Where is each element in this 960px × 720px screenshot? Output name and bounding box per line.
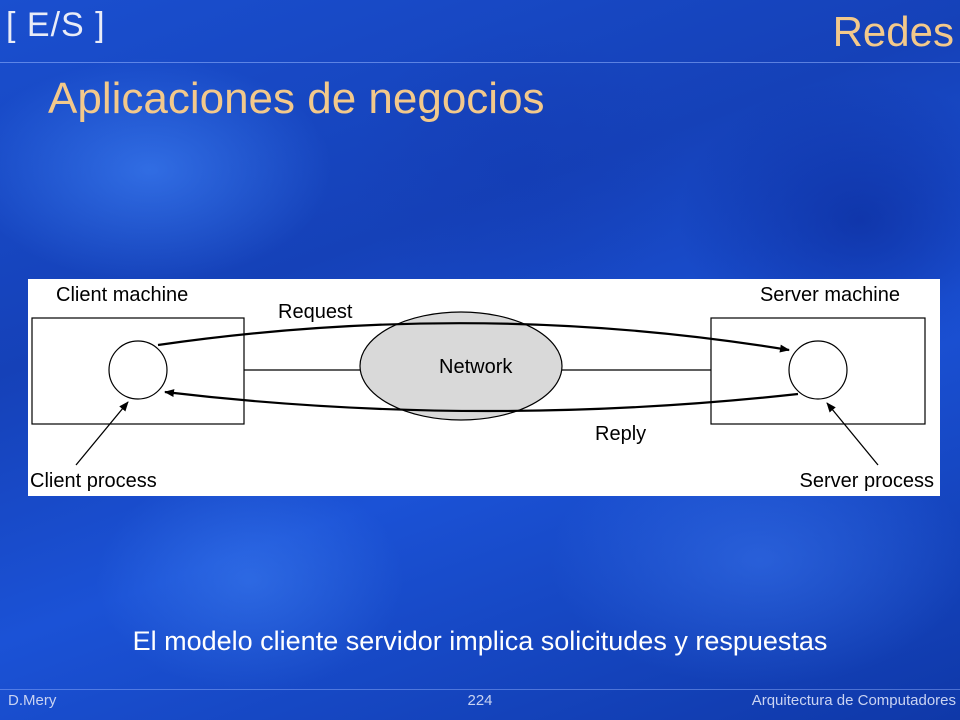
footer-divider bbox=[0, 689, 960, 690]
server-machine-box bbox=[710, 317, 926, 425]
server-machine-label: Server machine bbox=[760, 284, 900, 306]
client-machine-box bbox=[31, 317, 245, 425]
slide-subtitle: Aplicaciones de negocios bbox=[48, 74, 545, 123]
request-label: Request bbox=[278, 301, 353, 323]
slide-caption: El modelo cliente servidor implica solic… bbox=[132, 626, 828, 656]
footer-author: D.Mery bbox=[8, 692, 57, 709]
header-divider bbox=[0, 62, 960, 63]
section-tag: [ E/S ] bbox=[6, 6, 106, 44]
reply-arrow bbox=[164, 389, 799, 413]
diagram-canvas: Client machine Server machine Request Ne… bbox=[30, 284, 935, 492]
footer-page-number: 224 bbox=[467, 692, 493, 709]
server-process-pointer bbox=[826, 402, 879, 466]
request-arrow bbox=[157, 322, 790, 353]
client-process-label: Client process bbox=[30, 470, 157, 492]
server-process-label: Server process bbox=[800, 470, 935, 492]
slide-header-title: Redes bbox=[832, 8, 954, 55]
client-server-diagram: Client machine Server machine Request Ne… bbox=[28, 279, 940, 496]
footer-course: Arquitectura de Computadores bbox=[751, 692, 956, 709]
reply-label: Reply bbox=[595, 423, 646, 445]
network-label: Network bbox=[439, 356, 513, 378]
client-process-pointer bbox=[75, 401, 129, 466]
network-cloud bbox=[359, 311, 563, 421]
server-process-circle bbox=[788, 340, 848, 400]
client-process-circle bbox=[108, 340, 168, 400]
client-machine-label: Client machine bbox=[56, 284, 188, 306]
